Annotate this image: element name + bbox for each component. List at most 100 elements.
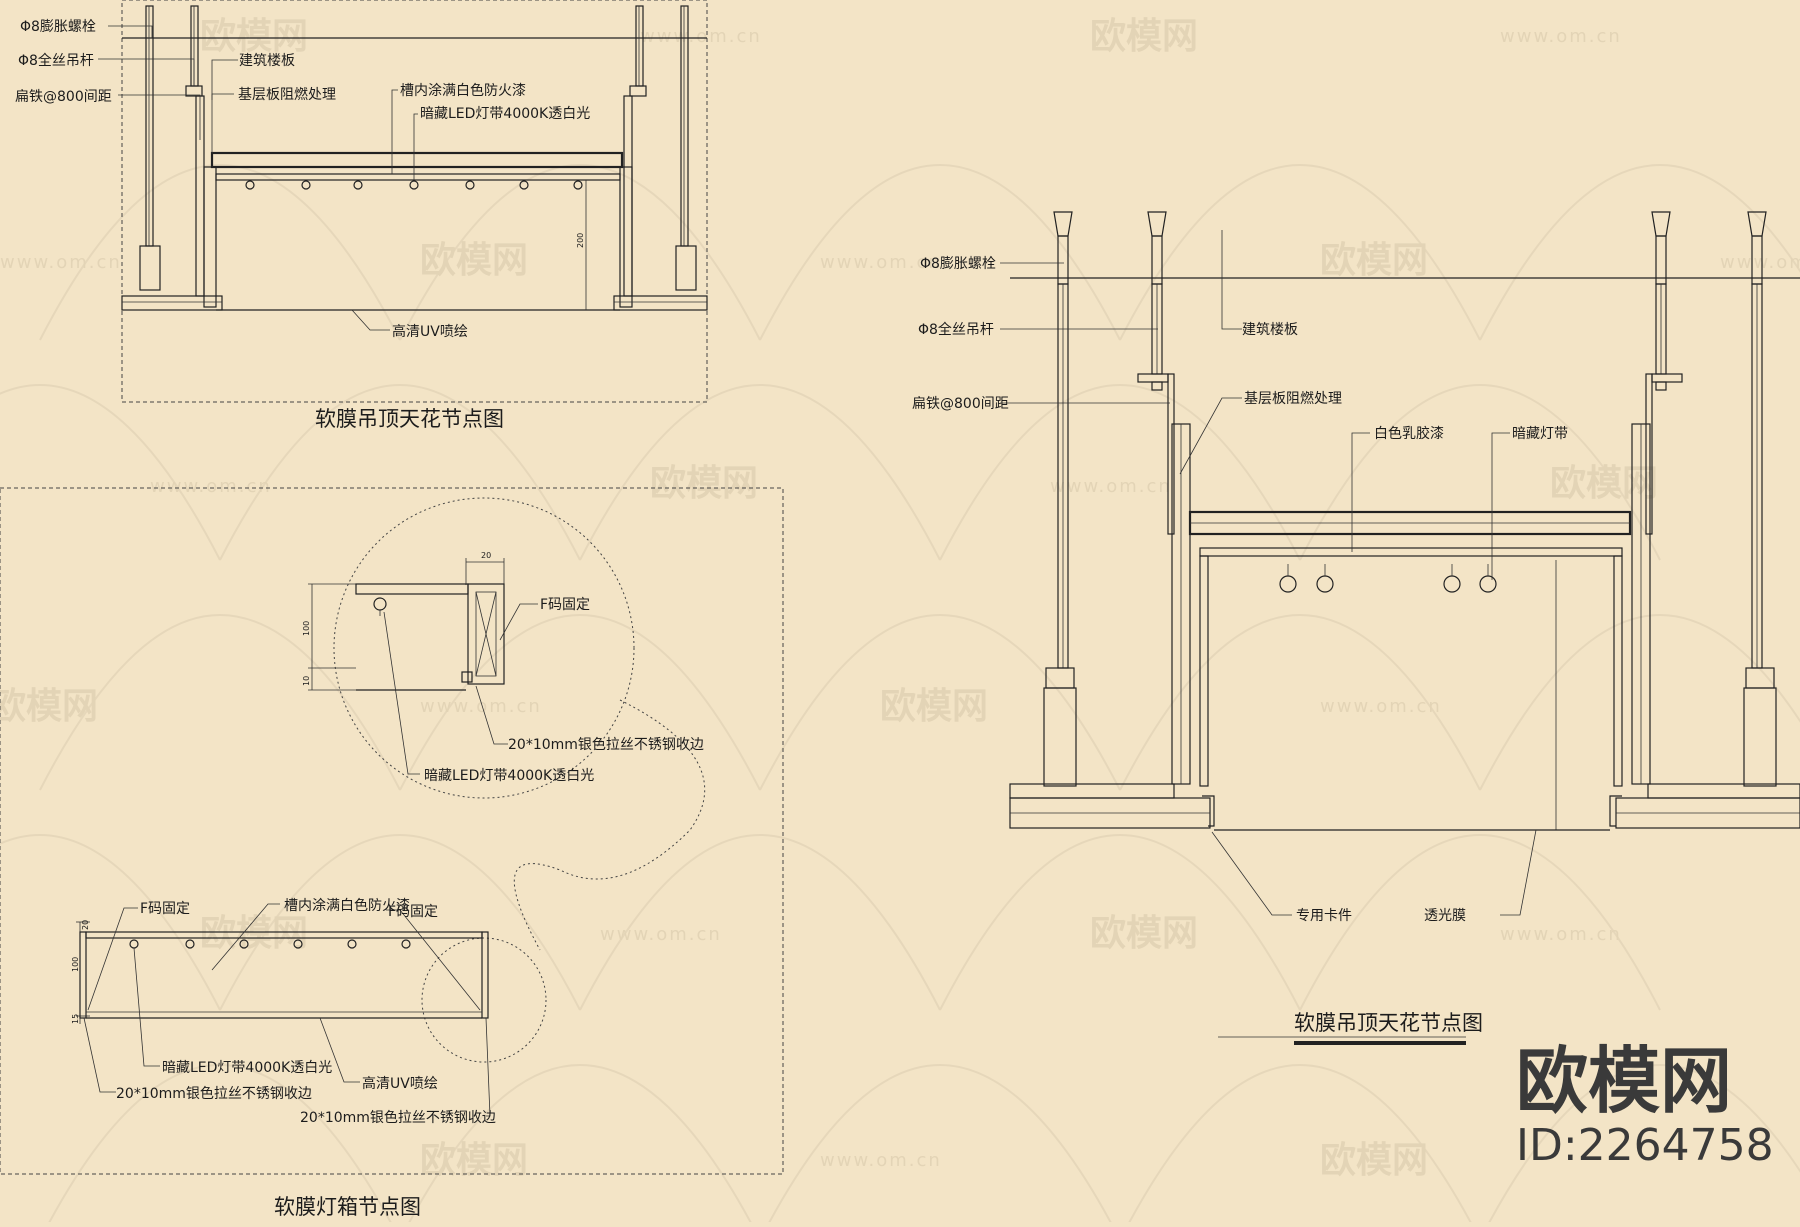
side-board [467,583,505,685]
led-row [245,180,583,190]
main-keel [139,245,161,291]
base-board [210,151,624,169]
watermark-url: www.om.cn [820,252,942,273]
diagram-c: Φ8膨胀螺栓 Φ8全丝吊杆 扁铁@800间距 建筑楼板 基层板阻燃处理 白色乳胶… [912,211,1800,1045]
watermark-brand: 欧模网 [1090,16,1198,57]
diagram-a-frame [121,0,708,403]
led-icon [373,597,387,611]
box-ceiling [215,173,621,181]
watermark-brand: 欧模网 [420,1140,528,1181]
watermark-brand: 欧模网 [1320,240,1428,281]
watermark-pattern: 欧模网 欧模网 欧模网 欧模网 欧模网 欧模网 欧模网 欧模网 欧模网 欧模网 … [0,16,1800,1227]
box-side-left [79,931,87,1019]
label-expansion-bolt: Φ8膨胀螺栓 [20,18,96,35]
top-board [355,583,469,595]
dimension-text: 100 [302,621,311,636]
label-f-clip: F码固定 [388,904,438,920]
label-hanger-rod: Φ8全丝吊杆 [18,52,94,69]
label-trim: 20*10mm银色拉丝不锈钢收边 [300,1109,496,1126]
watermark-url: www.om.cn [1500,26,1622,47]
watermark-url: www.om.cn [150,476,272,497]
label-flat-iron: 扁铁@800间距 [912,396,1009,412]
box-ceiling [1199,547,1623,557]
watermark-url: www.om.cn [420,696,542,717]
watermark-url: www.om.cn [600,924,722,945]
f-clip [461,671,473,683]
watermark-url: www.om.cn [0,252,122,273]
watermark-brand: 欧模网 [0,686,98,727]
label-base-board: 基层板阻燃处理 [238,86,336,103]
diagram-a-title: 软膜吊顶天花节点图 [315,407,504,431]
box-top [85,931,483,939]
label-hidden-strip: 暗藏灯带 [1512,426,1568,442]
label-groove-paint: 槽内涂满白色防火漆 [400,82,526,99]
diagram-b: 20 100 10 F码固定 20*10mm银色拉丝不锈钢收边 暗藏LED灯带4… [0,487,784,1219]
corner-detail: 20 100 10 F码固定 20*10mm银色拉丝不锈钢收边 暗藏LED灯带4… [302,551,704,784]
box-side-right [619,166,633,308]
main-keel [675,245,697,291]
diagram-a: 200 Φ8膨胀螺栓 Φ8全丝吊杆 扁铁@800间距 建筑楼板 基层板阻燃处理 … [15,0,708,431]
main-keel [1043,687,1077,787]
dimension-text: 20 [81,920,90,930]
label-translucent-film: 透光膜 [1424,908,1466,924]
lightbox-elevation: 100 15 20 F码固定 槽内涂满白色防火漆 F码固定 暗藏LE [71,897,496,1126]
watermark-url: www.om.cn [1050,476,1172,497]
dimension-text: 20 [481,551,491,560]
watermark-brand: 欧模网 [1090,913,1198,954]
label-led: 暗藏LED灯带4000K透白光 [162,1060,332,1076]
label-uv-print: 高清UV喷绘 [362,1075,438,1092]
watermark-brand: 欧模网 [420,240,528,281]
hanger-rod [190,5,199,87]
watermark-brand: 欧模网 [880,686,988,727]
watermark-brand: 欧模网 [1550,463,1658,504]
diagram-c-title: 软膜吊顶天花节点图 [1294,1011,1483,1035]
ceiling-board-left [121,295,223,311]
brand-id: ID:2264758 [1516,1120,1774,1171]
label-latex-paint: 白色乳胶漆 [1374,425,1444,442]
watermark-url: www.om.cn [1720,252,1800,273]
flat-iron [623,95,633,297]
flat-iron [1167,373,1175,535]
label-led-strip: 暗藏LED灯带4000K透白光 [420,106,590,122]
diagram-b-frame [0,487,784,1175]
watermark-url: www.om.cn [820,1150,942,1171]
ceiling-board-right [1647,783,1800,799]
brand-mark: 欧模网 ID:2264758 [1516,1039,1774,1171]
label-f-clip: F码固定 [540,597,590,613]
label-hanger-rod: Φ8全丝吊杆 [918,321,994,338]
ceiling-board-left [1009,783,1175,799]
watermark-brand: 欧模网 [650,463,758,504]
detail-circle [333,497,635,799]
detail-circle-small [421,937,547,1063]
box-side-right [481,931,489,1019]
label-uv-print: 高清UV喷绘 [392,323,468,340]
label-flat-iron: 扁铁@800间距 [15,89,112,105]
dimension-text: 200 [576,233,585,248]
dimension-text: 100 [71,957,80,972]
watermark-url: www.om.cn [1320,696,1442,717]
watermark-brand: 欧模网 [200,913,308,954]
watermark-brand: 欧模网 [1320,1140,1428,1181]
dimension-text: 15 [71,1014,80,1024]
hanger-rod [145,5,154,247]
label-groove-paint: 槽内涂满白色防火漆 [284,897,410,914]
special-clip [1609,795,1622,827]
label-expansion-bolt: Φ8膨胀螺栓 [920,255,996,272]
box-side-left [203,166,217,308]
label-f-clip: F码固定 [140,901,190,917]
watermark-brand: 欧模网 [200,16,308,57]
led-row [1279,564,1497,593]
label-floor-slab: 建筑楼板 [1242,322,1298,338]
label-special-clip: 专用卡件 [1296,908,1352,924]
main-keel [1743,687,1777,787]
watermark-url: www.om.cn [640,26,762,47]
diagram-b-title: 软膜灯箱节点图 [274,1195,421,1219]
label-led: 暗藏LED灯带4000K透白光 [424,768,594,784]
brand-name: 欧模网 [1516,1039,1732,1123]
label-trim: 20*10mm银色拉丝不锈钢收边 [116,1085,312,1102]
flat-iron [1645,373,1653,535]
label-floor-slab: 建筑楼板 [239,53,295,69]
special-clip [1202,795,1215,827]
